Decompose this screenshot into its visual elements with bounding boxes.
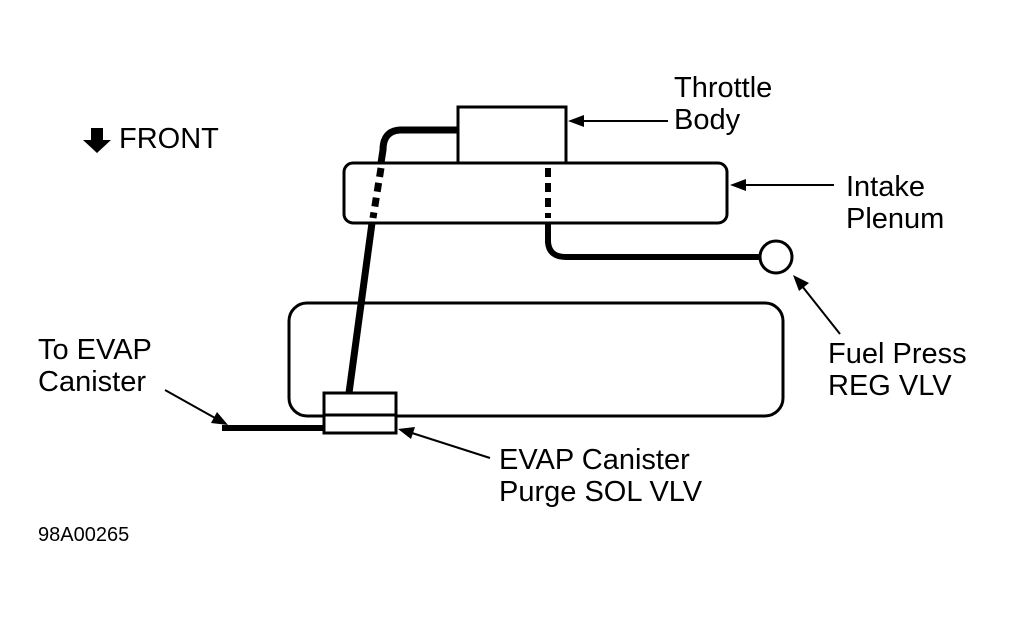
to-evap-canister-label-line-1: To EVAP (38, 334, 152, 366)
figure-id: 98A00265 (38, 524, 130, 546)
fuel-press-reg-vlv-label: Fuel Press REG VLV (828, 340, 967, 401)
fuel-press-reg-vlv-label-line-1: Fuel Press (828, 338, 967, 370)
evap-purge-sol-vlv (322, 391, 398, 435)
intake-plenum-label: Intake Plenum (846, 173, 944, 234)
leader-fuel-press-reg-vlv (793, 275, 841, 335)
throttle-body-label: Throttle Body (674, 74, 772, 135)
to-evap-canister-label-line-2: Canister (38, 366, 146, 398)
evap-purge-sol-vlv-label-line-1: EVAP Canister (499, 444, 690, 476)
lower-manifold-outline (287, 301, 785, 418)
leader-intake-plenum (730, 179, 834, 191)
purge-hose-hidden (369, 167, 385, 219)
throttle-body (456, 105, 568, 165)
front-label: FRONT (119, 123, 219, 155)
evap-purge-sol-vlv-label-line-2: Purge SOL VLV (499, 476, 703, 508)
fuel-press-reg-vlv (758, 239, 794, 275)
throttle-body-label-line-2: Body (674, 104, 741, 136)
purge-hose-lower (345, 222, 376, 394)
fuel-press-reg-vlv-label-line-2: REG VLV (828, 370, 952, 402)
throttle-body-label-line-1: Throttle (674, 72, 773, 104)
intake-plenum-label-line-2: Plenum (846, 203, 945, 235)
leader-evap-purge-sol-vlv (398, 427, 491, 459)
evap-purge-sol-vlv-label: EVAP Canister Purge SOL VLV (499, 446, 702, 507)
intake-plenum-label-line-1: Intake (846, 171, 925, 203)
leader-throttle-body (568, 115, 668, 127)
arrow-down-icon (83, 128, 111, 153)
purge-hose-upper (377, 126, 458, 164)
leader-to-evap-canister (164, 389, 228, 425)
to-evap-canister-label: To EVAP Canister (38, 336, 152, 397)
intake-plenum (342, 161, 729, 225)
fpr-hose (545, 223, 760, 260)
